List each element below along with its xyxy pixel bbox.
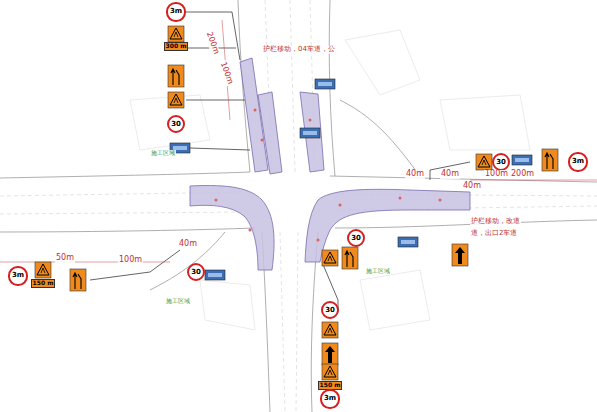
note: 道，出口2车道 bbox=[470, 230, 518, 238]
dimension: 40m bbox=[178, 240, 198, 249]
limit-sign: 3m bbox=[166, 2, 185, 21]
limit-sign: 30 bbox=[347, 229, 365, 247]
note: 护栏移动，04车道，公 bbox=[262, 46, 336, 54]
sign-text: 3m bbox=[572, 158, 584, 165]
sign-cluster bbox=[168, 26, 335, 153]
dimension: 100m bbox=[118, 256, 143, 265]
sign-text: 150 m bbox=[320, 382, 341, 388]
sign-text: 300 m bbox=[166, 43, 187, 49]
distance-plate: 150 m bbox=[31, 279, 56, 288]
sign-text: 30 bbox=[496, 159, 506, 166]
sign-text: 30 bbox=[351, 235, 361, 242]
note: 施工区域 bbox=[150, 150, 176, 157]
distance-plate: 300 m bbox=[164, 42, 189, 51]
cones bbox=[215, 109, 442, 242]
work-zone bbox=[190, 58, 470, 270]
sign-text: 3m bbox=[170, 8, 182, 15]
dimension: 200m bbox=[204, 30, 221, 57]
sign-text: 30 bbox=[325, 307, 335, 314]
note: 施工区域 bbox=[165, 298, 191, 305]
limit-sign: 30 bbox=[321, 301, 339, 319]
limit-sign: 30 bbox=[187, 263, 205, 281]
sign-text: 150 m bbox=[33, 280, 54, 286]
sign-cluster bbox=[322, 247, 358, 380]
dimension: 40m bbox=[405, 170, 425, 179]
limit-sign: 3m bbox=[568, 152, 587, 171]
limit-sign: 30 bbox=[167, 115, 185, 133]
note: 施工区域 bbox=[365, 268, 391, 275]
sign-cluster bbox=[35, 262, 225, 291]
limit-sign: 3m bbox=[320, 389, 339, 408]
dimension: 100m bbox=[218, 60, 235, 87]
dimension: 100m bbox=[484, 170, 509, 179]
sign-text: 30 bbox=[191, 269, 201, 276]
sign-text: 3m bbox=[12, 272, 24, 279]
sign-text: 30 bbox=[171, 121, 181, 128]
dimension: 40m bbox=[462, 182, 482, 191]
dimension: 50m bbox=[55, 254, 75, 263]
limit-sign: 3m bbox=[8, 266, 27, 285]
leader-lines bbox=[0, 12, 597, 312]
dimension: 40m bbox=[440, 170, 460, 179]
sign-cluster bbox=[398, 149, 558, 266]
note: 护栏移动，改道 bbox=[470, 218, 521, 226]
dimension: 200m bbox=[510, 170, 535, 179]
limit-sign: 30 bbox=[492, 153, 510, 171]
sign-text: 3m bbox=[324, 395, 336, 402]
distance-plate: 150 m bbox=[318, 381, 343, 390]
